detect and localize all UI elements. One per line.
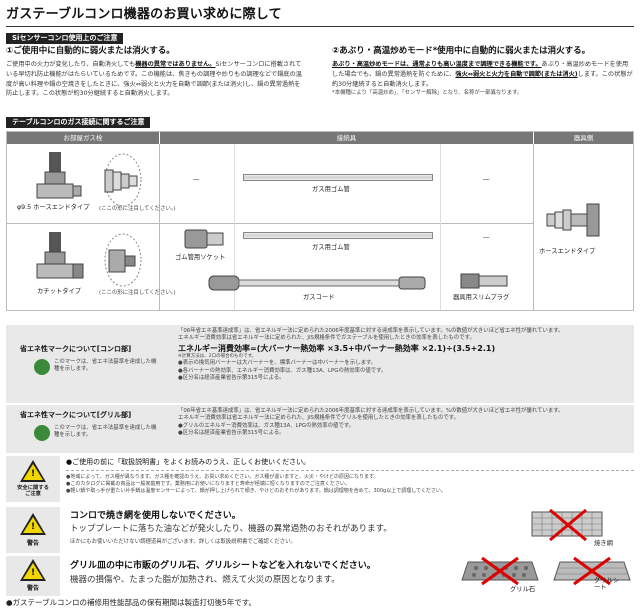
kachitto-valve-illustration: [36, 232, 142, 287]
gas-table: お部屋ガス栓 接続具 器具側 φ9.5 ホースエンドタイプ (ここの形に注目して…: [6, 131, 634, 311]
row1-outlet-label: φ9.5 ホースエンドタイプ: [17, 204, 90, 211]
gas-section-tag: テーブルコンロのガス接続に関するご注意: [6, 117, 151, 129]
eco-stove-bullet-1: ●表示の換気用バーナーは大バーナーを、標準バーナーは中バーナーを示します。: [178, 360, 377, 367]
grill-net-label: 焼き網: [594, 540, 613, 547]
eco-stove-details: 「06年省エネ基準達成率」は、省エネルギー法に定められた2006年度基準に対する…: [178, 328, 630, 382]
rubber-socket-illustration: [184, 229, 224, 249]
si-item-1-text-a: ご使用中の火力が変化したり、自動消火しても: [6, 61, 136, 69]
slim-plug-illustration: [460, 273, 508, 289]
hose-end-appliance-illustration: [546, 203, 600, 237]
si-item-2: ②あぶり・高温炒めモード*使用中に自動的に弱火または消火する。 あぶり・高温炒め…: [332, 46, 634, 98]
warning-2-content: グリル皿の中に市販のグリル石、グリルシートなどを入れないでください。 機器の損傷…: [70, 560, 450, 587]
eco-stove-mark-desc: このマークは、省エネ法基準を達成した機種を示します。: [54, 359, 157, 373]
gas-col-header-outlet: お部屋ガス栓: [7, 132, 159, 144]
grill-net-illustration: [531, 508, 603, 542]
grill-sheet-label: グリルシート: [594, 577, 620, 591]
eco-grill-bullet-2: ●区分名は経済産業省告示第315号による。: [178, 429, 285, 436]
eco-section-grill: 省エネ性マークについて[グリル部] このマークは、省エネ法基準を達成した機種を示…: [6, 405, 634, 453]
warning-1-small: ほかにもお使いいただけない調理道具がございます。詳しくは取扱説明書でご確認くださ…: [70, 538, 296, 545]
eco-stove-bullet-3: ●区分名は経済産業省告示第315号による。: [178, 375, 285, 382]
safety-heading: ●ご使用の前に「取扱説明書」をよくお読みのうえ、正しくお使いください。: [66, 458, 311, 466]
warning-1-label-box: ! 警告: [6, 507, 60, 553]
hose-end-valve-illustration: [36, 152, 142, 207]
warning-icon: !: [20, 559, 46, 581]
warning-1-text: トッププレートに落ちた油などが発火したり、機器の異常過熱のおそれがあります。: [70, 524, 392, 535]
safety-divider: [66, 470, 634, 472]
gas-hose-pipe: [243, 174, 433, 181]
title-divider: [6, 26, 634, 27]
hose-end-appliance-label: ホースエンドタイプ: [539, 248, 596, 255]
eco-section-stove: 省エネ性マークについて[コンロ部] このマークは、省エネ法基準を達成した機種を示…: [6, 325, 634, 403]
grill-sheet-illustration: [553, 556, 631, 586]
si-item-2-text-emph-a: あぶり・高温炒めモードは、通常よりも高い温度まで調理できる機能です。: [332, 61, 542, 69]
eco-stove-title: 省エネ性マークについて[コンロ部]: [20, 345, 132, 353]
grill-stone-illustration: [461, 556, 539, 586]
safety-bullet-3: ●軽い鍋や取っ手が重たい片手鍋は温度センサーによって、鍋が押し上げられて傾き、や…: [66, 487, 446, 494]
eco-formula: エネルギー消費効率=(大バーナー熱効率 ×3.5+中バーナー熱効率 ×2.1)÷…: [178, 343, 496, 353]
safety-content: ●ご使用の前に「取扱説明書」をよくお読みのうえ、正しくお使いください。 ●地域に…: [66, 458, 634, 495]
si-item-2-heading: ②あぶり・高温炒めモード*使用中に自動的に弱火または消火する。: [332, 46, 591, 56]
page-title: ガステーブルコンロ機器のお買い求めに際して: [6, 7, 282, 22]
eco-mark-icon: [34, 425, 50, 441]
eco-grill-details: 「06年省エネ基準達成率」は、省エネルギー法に定められた2006年度基準に対する…: [178, 408, 630, 437]
row1-outlet-note: (ここの形に注目してください。): [99, 206, 176, 212]
si-item-2-text-a: あぶり・高温炒めモードを使用した場合でも、鍋の異常過熱を防ぐために、: [332, 61, 629, 79]
safety-bullet-1: ●地域によって、ガス種が異なります。ガス種を確認のうえ、お買い求めください。ガス…: [66, 474, 379, 481]
safety-label-box: ! 安全に関する ご注意: [6, 456, 60, 502]
gas-sub-divider: [234, 144, 235, 310]
gas-code-label: ガスコード: [303, 294, 335, 301]
warning-1-content: コンロで焼き網を使用しないでください。 トッププレートに落ちた油などが発火したり…: [70, 510, 510, 546]
gas-col-divider: [159, 144, 160, 310]
gas-code-illustration: [208, 275, 426, 291]
eco-grill-bullet-1: ●グリルのエネルギー消費効率は、ガス種13A、LPGの熱効率の値です。: [178, 422, 355, 429]
si-section-tag: Siセンサーコンロ使用上のご注意: [6, 33, 124, 45]
warning-2-label-box: ! 警告: [6, 556, 60, 596]
eco-grill-line-2: エネルギー消費効率は省エネルギー法に定められた、JIS規格条件でグリルを使用した…: [178, 415, 459, 422]
gas-sub-divider: [440, 144, 441, 310]
eco-grill-line-1: 「06年省エネ基準達成率」は、省エネルギー法に定められた2006年度基準に対する…: [178, 408, 564, 414]
gas-hose-label-2: ガス用ゴム管: [312, 244, 350, 251]
safety-label: 安全に関する ご注意: [17, 485, 49, 498]
si-item-1: ①ご使用中に自動的に弱火または消火する。 ご使用中の火力が変化したり、自動消火し…: [6, 46, 306, 99]
si-item-1-text-b: Siセンサーコンロに搭載されている早切れ防止機能がはたらいているためです。この機…: [6, 61, 302, 98]
eco-stove-bullet-2: ●各バーナーの熱効率、エネルギー消費効率は、ガス種13A、LPGの熱効率の値です…: [178, 367, 387, 374]
eco-formula-note: ※計算方法は、2口の場合のものです。: [178, 354, 257, 360]
eco-stove-line-2: エネルギー消費効率は省エネルギー法に定められた、JIS規格条件でガステーブルを使…: [178, 335, 475, 342]
warning-1-title: コンロで焼き網を使用しないでください。: [70, 511, 241, 521]
warning-1-label: 警告: [26, 540, 39, 547]
gas-col-header-connector: 接続具: [160, 132, 533, 144]
row2a-plug-dash: ―: [483, 234, 490, 241]
eco-mark-icon: [34, 359, 50, 375]
warning-icon: !: [20, 513, 46, 535]
gas-row-divider: [7, 223, 533, 224]
si-item-1-heading: ①ご使用中に自動的に弱火または消火する。: [6, 46, 175, 56]
slim-plug-label: 器具用スリムプラグ: [453, 294, 510, 301]
rubber-socket-label: ゴム管用ソケット: [175, 254, 226, 261]
gas-hose-label: ガス用ゴム管: [312, 186, 350, 193]
grill-stone-label: グリル石: [510, 586, 536, 593]
row1-plug-dash: ―: [483, 176, 490, 183]
safety-bullet-2: ●このカタログに掲載の商品は一般家庭用です。業務用にお使いになりますと寿命が極端…: [66, 481, 350, 488]
row2-outlet-note: (ここの形に注目してください。): [99, 290, 176, 296]
warning-2-label: 警告: [26, 585, 39, 592]
row2-outlet-label: カチットタイプ: [37, 288, 82, 295]
warning-2-title: グリル皿の中に市販のグリル石、グリルシートなどを入れないでください。: [70, 561, 376, 571]
eco-grill-mark-desc: このマークは、省エネ法基準を達成した機種を示します。: [54, 425, 157, 439]
gas-hose-pipe-2: [243, 232, 433, 239]
si-item-2-text-emph-b: 強火⇔弱火と火力を自動で調節(または消火): [455, 71, 578, 79]
si-item-2-text: あぶり・高温炒めモードは、通常よりも高い温度まで調理できる機能です。あぶり・高温…: [332, 60, 634, 89]
si-item-2-text-b: します。この状態が約30分継続すると自動消火します。: [332, 71, 633, 88]
eco-grill-title: 省エネ性マークについて[グリル部]: [20, 411, 132, 419]
si-item-1-text-emph: 機器の異常ではありません。: [135, 61, 216, 69]
si-item-2-note: *本機種により「高温炒め」、「センサー解除」となり、名称が一部異なります。: [332, 90, 523, 97]
row1-socket-dash: ―: [193, 176, 200, 183]
si-item-1-text: ご使用中の火力が変化したり、自動消火しても機器の異常ではありません。Siセンサー…: [6, 60, 306, 98]
warning-2-text: 機器の損傷や、たまった脂が加熱され、燃えて火災の原因となります。: [70, 575, 340, 586]
caution-icon: !: [20, 460, 46, 482]
eco-stove-line-1: 「06年省エネ基準達成率」は、省エネルギー法に定められた2006年度基準に対する…: [178, 328, 564, 334]
footer-note: ●ガステーブルコンロの補修用性能部品の保有期間は製造打切後5年です。: [6, 598, 256, 607]
gas-col-divider: [533, 144, 534, 310]
gas-col-header-appliance: 器具側: [534, 132, 633, 144]
